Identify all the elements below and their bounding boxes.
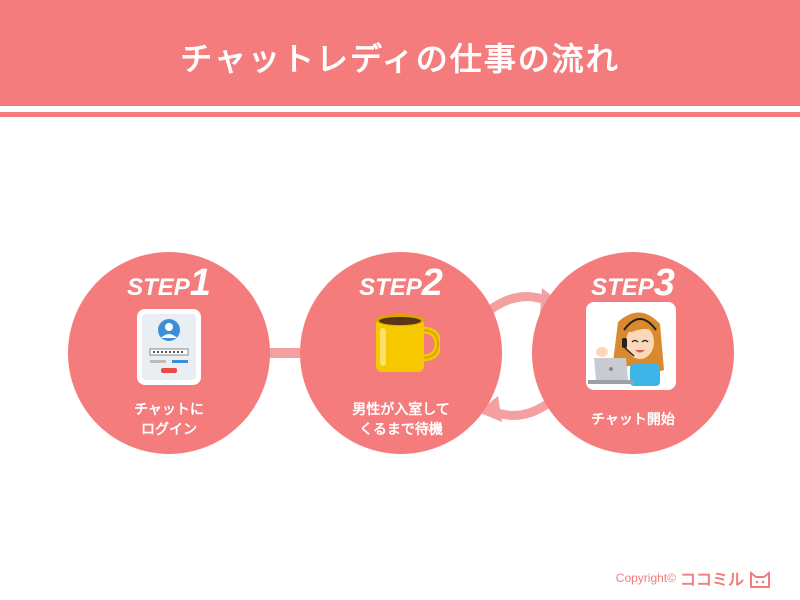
step-2-circle: STEP2 男性が入室して くるまで待機: [300, 252, 502, 454]
step-1-label: チャットに ログイン: [134, 402, 204, 438]
step-1-heading: STEP1: [68, 262, 270, 305]
copyright-text: Copyright©: [615, 571, 676, 585]
step-3-label: チャット開始: [591, 412, 675, 428]
title-banner: [0, 0, 800, 106]
login-screen-icon: [136, 308, 202, 390]
step-3-heading: STEP3: [532, 262, 734, 305]
footer-copyright: Copyright© ココミル: [616, 566, 772, 590]
connector-line: [250, 348, 340, 358]
step-3-circle: STEP3 チャット開始: [532, 252, 734, 454]
page-title: チャットレディの仕事の流れ: [180, 40, 620, 78]
banner-underline: [0, 112, 800, 117]
step-1-circle: STEP1 チャットに ログイン: [68, 252, 270, 454]
woman-with-headset-laptop-icon: [584, 300, 678, 396]
coffee-mug-icon: [372, 312, 442, 380]
step-number: 1: [189, 262, 211, 304]
site-logo: ココミル: [679, 570, 744, 589]
step-2-heading: STEP2: [300, 262, 502, 305]
step-number: 2: [421, 262, 443, 304]
step-2-label: 男性が入室して くるまで待機: [352, 402, 450, 438]
step-word: STEP: [127, 274, 190, 301]
step-number: 3: [653, 262, 675, 304]
step-word: STEP: [359, 274, 422, 301]
cat-logo-icon: [750, 570, 770, 588]
step-word: STEP: [591, 274, 654, 301]
